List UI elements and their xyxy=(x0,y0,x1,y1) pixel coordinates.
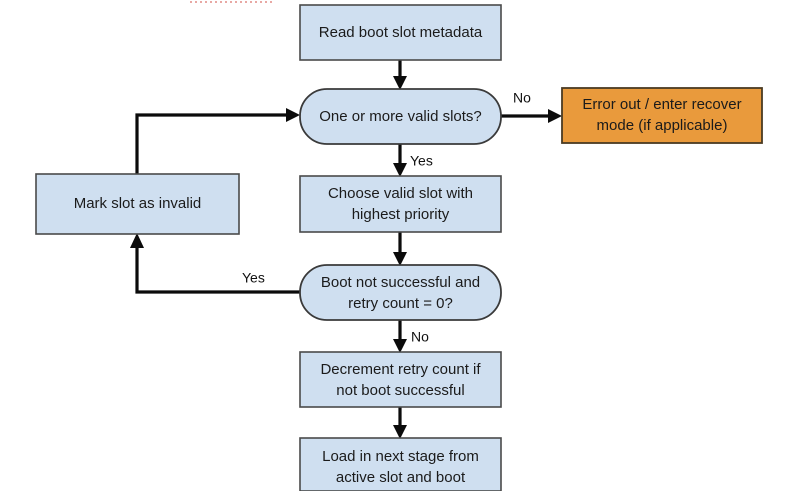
node-label-read-boot-slot-metadata: Read boot slot metadata xyxy=(319,24,483,41)
edge-decrement-to-load-next-stage xyxy=(393,407,407,439)
node-boot-not-successful-retry-count-zero[interactable]: Boot not successful and retry count = 0? xyxy=(299,264,502,321)
node-label-decrement-line2: not boot successful xyxy=(336,382,464,399)
node-label-boot-check-line1: Boot not successful and xyxy=(321,274,480,291)
node-mark-slot-as-invalid[interactable]: Mark slot as invalid xyxy=(35,173,240,235)
node-load-next-stage-active-slot[interactable]: Load in next stage from active slot and … xyxy=(299,437,502,491)
node-label-error-line1: Error out / enter recover xyxy=(582,96,741,113)
edge-choose-to-boot-check xyxy=(393,232,407,266)
edge-metadata-to-valid-slots xyxy=(393,60,407,90)
node-label-error-line2: mode (if applicable) xyxy=(597,117,728,134)
edge-label-yes-retry-exhausted: Yes xyxy=(242,270,265,286)
edge-label-no-valid-slots: No xyxy=(513,90,531,106)
node-label-choose-line1: Choose valid slot with xyxy=(328,185,473,202)
edge-boot-check-yes-to-mark-invalid xyxy=(130,233,300,294)
edge-valid-slots-no-to-error xyxy=(501,109,562,123)
node-label-decrement-line1: Decrement retry count if xyxy=(320,361,481,378)
node-label-choose-line2: highest priority xyxy=(352,206,450,223)
node-label-one-or-more-valid-slots: One or more valid slots? xyxy=(319,108,482,125)
node-one-or-more-valid-slots[interactable]: One or more valid slots? xyxy=(299,88,502,145)
node-label-load-line2: active slot and boot xyxy=(336,469,466,486)
edge-label-no-retry-remaining: No xyxy=(411,329,429,345)
node-label-boot-check-line2: retry count = 0? xyxy=(348,295,453,312)
node-label-load-line1: Load in next stage from xyxy=(322,448,479,465)
node-decrement-retry-count[interactable]: Decrement retry count if not boot succes… xyxy=(299,351,502,408)
edge-label-yes-valid-slots: Yes xyxy=(410,153,433,169)
node-read-boot-slot-metadata[interactable]: Read boot slot metadata xyxy=(299,4,502,61)
node-choose-valid-slot-highest-priority[interactable]: Choose valid slot with highest priority xyxy=(299,175,502,233)
node-error-out-enter-recover-mode[interactable]: Error out / enter recover mode (if appli… xyxy=(561,87,763,144)
edge-valid-slots-yes-to-choose xyxy=(393,144,407,177)
edge-mark-invalid-to-valid-slots xyxy=(135,108,300,174)
node-label-mark-slot-as-invalid: Mark slot as invalid xyxy=(74,195,202,212)
edge-boot-check-no-to-decrement xyxy=(393,320,407,353)
